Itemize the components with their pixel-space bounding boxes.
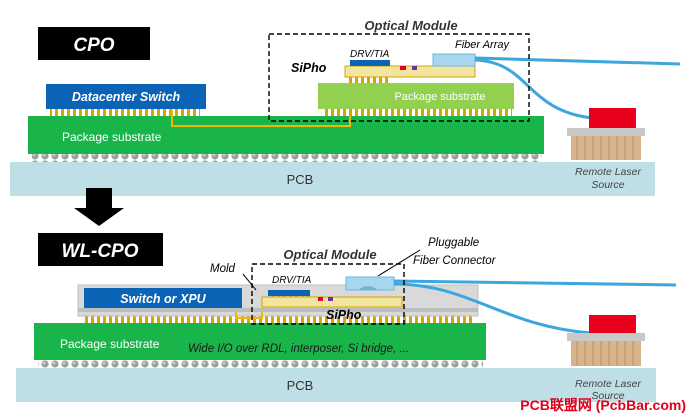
wlcpo-remote-laser-line2: Source: [591, 390, 624, 402]
wlcpo-label: WL-CPO: [61, 241, 138, 262]
wlcpo-optical-module-box: [251, 263, 405, 325]
down-arrow: [74, 188, 124, 226]
wlcpo-remote-laser-line1: Remote Laser: [575, 378, 641, 390]
cpo-fiber-array: [432, 53, 476, 67]
wlcpo-mold-bumps: [82, 316, 472, 323]
wlcpo-optical-module-label: Optical Module: [283, 247, 376, 262]
cpo-sipho-bumps: [347, 77, 391, 83]
wlcpo-pcb-label: PCB: [287, 378, 314, 393]
cpo-trace: [171, 108, 351, 127]
wlcpo-connector-pointer: [377, 249, 421, 277]
wlcpo-laser-base: [567, 333, 645, 341]
wlcpo-trace: [235, 312, 263, 319]
cpo-package-substrate: [28, 116, 544, 154]
wlcpo-drv-tia-label: DRV/TIA: [272, 275, 312, 286]
cpo-om-package-substrate-label: Package substrate: [394, 91, 485, 103]
wlcpo-label-box: [38, 233, 163, 266]
wlcpo-laser-pins: [571, 339, 641, 366]
cpo-remote-laser-line2: Source: [591, 179, 624, 191]
wlcpo-fiber-2: [393, 282, 591, 335]
cpo-modulator-red: [400, 66, 406, 70]
cpo-label: CPO: [73, 35, 114, 56]
cpo-fiber-1: [474, 56, 681, 66]
wlcpo-switch-xpu-label: Switch or XPU: [120, 292, 206, 306]
cpo-optical-module-box: [268, 33, 530, 122]
cpo-om-bumps: [322, 109, 512, 116]
wlcpo-wide-io-label: Wide I/O over RDL, interposer, Si bridge…: [188, 343, 409, 355]
wlcpo-package-substrate-label: Package substrate: [60, 337, 160, 351]
cpo-pcb-label: PCB: [287, 172, 314, 187]
cpo-sipho: [344, 65, 476, 78]
cpo-modulator-purple: [412, 66, 417, 70]
cpo-sipho-label: SiPho: [291, 61, 327, 75]
cpo-drv-tia-label: DRV/TIA: [350, 49, 390, 60]
wlcpo-rdl: [78, 308, 478, 312]
wlcpo-modulator-purple: [328, 297, 333, 301]
wlcpo-switch-xpu: [84, 288, 242, 308]
cpo-package-substrate-label: Package substrate: [62, 130, 162, 144]
wlcpo-laser-pin-lines: [576, 339, 634, 366]
cpo-switch-bumps: [50, 109, 200, 116]
wlcpo-mold-pointer: [242, 273, 257, 291]
wlcpo-modulator-red: [318, 297, 323, 301]
cpo-solder-balls: [32, 154, 542, 162]
cpo-laser-red: [589, 108, 636, 128]
wlcpo-drv-tia-chip: [268, 290, 310, 296]
cpo-datacenter-switch: [46, 84, 206, 109]
cpo-fiber-array-label: Fiber Array: [455, 39, 510, 51]
wlcpo-sipho-label: SiPho: [326, 308, 362, 322]
cpo-laser-base: [567, 128, 645, 136]
cpo-remote-laser-line1: Remote Laser: [575, 166, 641, 178]
cpo-laser-pin-lines: [576, 134, 634, 160]
wlcpo-connector-cap: [358, 286, 378, 290]
wlcpo-laser-red: [589, 315, 636, 333]
cpo-laser-pins: [571, 134, 641, 160]
watermark: PCB联盟网 (PcbBar.com): [520, 397, 686, 413]
cpo-om-package-substrate: [318, 83, 514, 109]
wlcpo-solder-balls: [38, 360, 483, 368]
wlcpo-fiber-1: [393, 279, 677, 287]
cpo-drv-tia-chip: [350, 60, 390, 66]
wlcpo-pluggable-line2: Fiber Connector: [413, 255, 497, 267]
wlcpo-mold-label: Mold: [210, 263, 236, 275]
wlcpo-package-substrate: [34, 323, 486, 360]
cpo-label-box: [38, 27, 150, 60]
cpo-datacenter-switch-label: Datacenter Switch: [72, 90, 181, 104]
cpo-pcb: [10, 162, 655, 196]
wlcpo-pcb: [16, 368, 656, 402]
cpo-optical-module-label: Optical Module: [364, 18, 457, 33]
wlcpo-pluggable-line1: Pluggable: [428, 237, 479, 249]
